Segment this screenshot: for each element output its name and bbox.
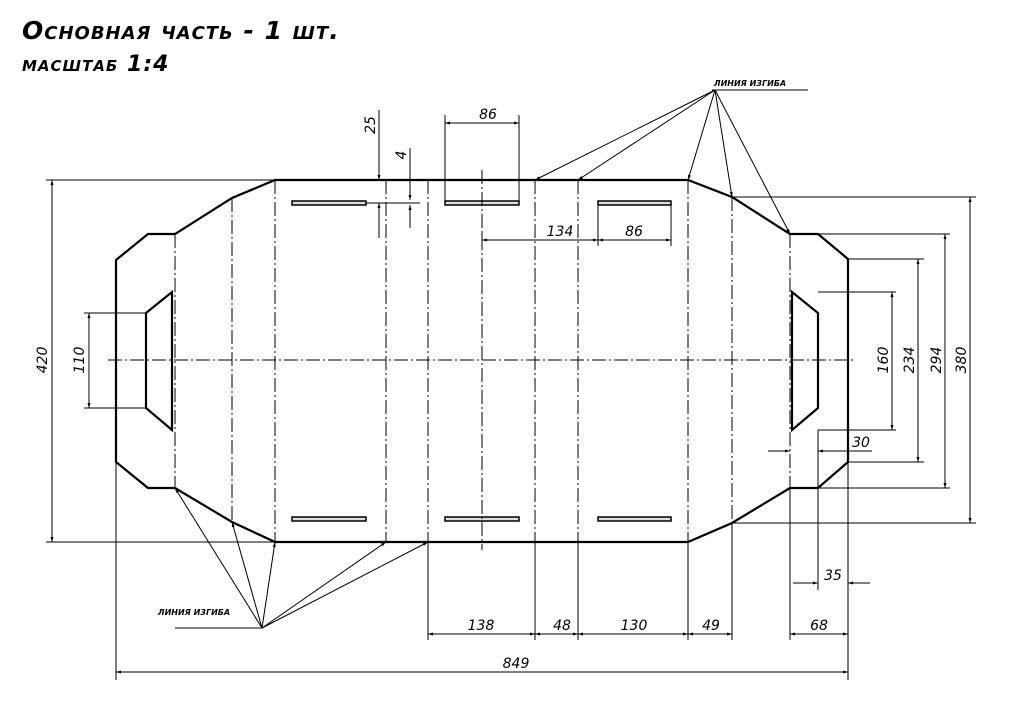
dim-234: 234 xyxy=(902,347,918,374)
dim-160: 160 xyxy=(876,347,892,374)
slot xyxy=(597,200,672,206)
extension-lines xyxy=(46,115,976,680)
dim-4: 4 xyxy=(394,151,410,160)
dim-68: 68 xyxy=(810,618,828,634)
dim-35: 35 xyxy=(824,568,842,584)
dim-86-top: 86 xyxy=(479,107,497,123)
bend-line-callout-top: ЛИНИЯ ИЗГИБА xyxy=(534,79,808,235)
dim-48: 48 xyxy=(553,618,571,634)
left-window xyxy=(144,289,174,433)
dim-30: 30 xyxy=(852,435,870,451)
dim-849: 849 xyxy=(503,656,530,672)
dim-380: 380 xyxy=(954,347,970,374)
bend-line-callout-bottom: ЛИНИЯ ИЗГИБА xyxy=(157,487,429,629)
bend-line-label: ЛИНИЯ ИЗГИБА xyxy=(713,79,786,88)
dimension-lines xyxy=(50,110,972,674)
slot xyxy=(597,516,672,522)
slot xyxy=(291,516,367,522)
dim-110: 110 xyxy=(72,347,88,374)
dim-138: 138 xyxy=(468,618,495,634)
dimension-values: 420 110 25 4 86 134 86 160 234 294 380 3… xyxy=(35,107,970,672)
dim-294: 294 xyxy=(929,347,945,374)
right-window xyxy=(790,289,820,433)
dim-134: 134 xyxy=(547,224,574,240)
dim-49: 49 xyxy=(702,618,720,634)
dim-130: 130 xyxy=(621,618,648,634)
slot xyxy=(291,200,367,206)
drawing-title: Основная часть - 1 шт. xyxy=(22,16,340,45)
drawing-scale: масштаб 1:4 xyxy=(22,52,170,77)
dim-86-right: 86 xyxy=(625,224,643,240)
fold-lines xyxy=(108,170,856,550)
bend-line-label: ЛИНИЯ ИЗГИБА xyxy=(157,608,230,617)
dim-420: 420 xyxy=(35,347,51,374)
dim-25: 25 xyxy=(363,116,379,134)
